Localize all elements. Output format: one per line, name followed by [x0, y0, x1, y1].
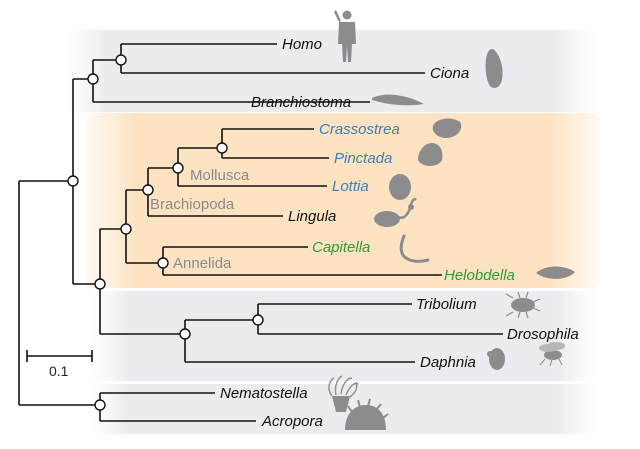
- deuterostome-band: [62, 30, 600, 112]
- sea-anemone-silhouette-icon: [328, 375, 359, 412]
- taxon-label-crassostrea: Crassostrea: [319, 121, 400, 138]
- sea-squirt-silhouette-icon: [485, 49, 503, 88]
- leech-silhouette-icon: [536, 266, 575, 279]
- taxon-label-acropora: Acropora: [261, 413, 323, 430]
- beetle-silhouette-icon: [505, 291, 541, 319]
- human-silhouette-icon: [334, 10, 356, 62]
- node-insecta: [252, 314, 264, 326]
- node-ecdysozoa: [179, 328, 191, 340]
- node-bilateria: [67, 175, 79, 187]
- taxon-label-nematostella: Nematostella: [220, 385, 308, 402]
- pearl-oyster-silhouette-icon: [418, 143, 443, 166]
- oyster-silhouette-icon: [432, 118, 462, 138]
- taxon-label-branchiostoma: Branchiostoma: [251, 94, 351, 111]
- node-olfactores: [115, 54, 127, 66]
- ecdysozoa-band: [86, 291, 600, 381]
- scale-bar: 0.1: [26, 350, 93, 379]
- taxon-label-homo: Homo: [282, 36, 322, 53]
- group-label-annelida: Annelida: [173, 255, 232, 272]
- node-bivalvia: [216, 142, 228, 154]
- taxon-label-tribolium: Tribolium: [416, 296, 477, 313]
- scale-bar-label: 0.1: [49, 363, 69, 379]
- fruit-fly-silhouette-icon: [539, 342, 565, 367]
- polychaete-worm-silhouette-icon: [399, 234, 430, 263]
- node-annelida: [157, 257, 169, 269]
- taxon-label-lingula: Lingula: [288, 208, 336, 225]
- taxon-label-capitella: Capitella: [312, 239, 370, 256]
- group-label-brachiopoda: Brachiopoda: [150, 196, 235, 213]
- taxon-label-helobdella: Helobdella: [444, 267, 515, 284]
- node-protostomia: [94, 278, 106, 290]
- water-flea-silhouette-icon: [487, 348, 505, 370]
- node-lophotrochozoa: [120, 223, 132, 235]
- node-cnidaria: [94, 399, 106, 411]
- taxon-label-pinctada: Pinctada: [334, 150, 392, 167]
- taxon-label-daphnia: Daphnia: [420, 354, 476, 371]
- limpet-silhouette-icon: [389, 174, 411, 200]
- group-label-mollusca: Mollusca: [190, 167, 250, 184]
- node-deuterostomia: [87, 73, 99, 85]
- node-mollusca: [172, 162, 184, 174]
- lamp-shell-silhouette-icon: [374, 198, 417, 227]
- taxon-label-drosophila: Drosophila: [507, 326, 579, 343]
- node-brachiopoda-mollusca: [142, 184, 154, 196]
- lophotrochozoa-band: [86, 113, 600, 288]
- taxon-label-lottia: Lottia: [332, 178, 369, 195]
- coral-silhouette-icon: [345, 398, 389, 430]
- lancelet-silhouette-icon: [372, 94, 424, 106]
- taxon-label-ciona: Ciona: [430, 65, 469, 82]
- tree-nodes: [67, 54, 264, 411]
